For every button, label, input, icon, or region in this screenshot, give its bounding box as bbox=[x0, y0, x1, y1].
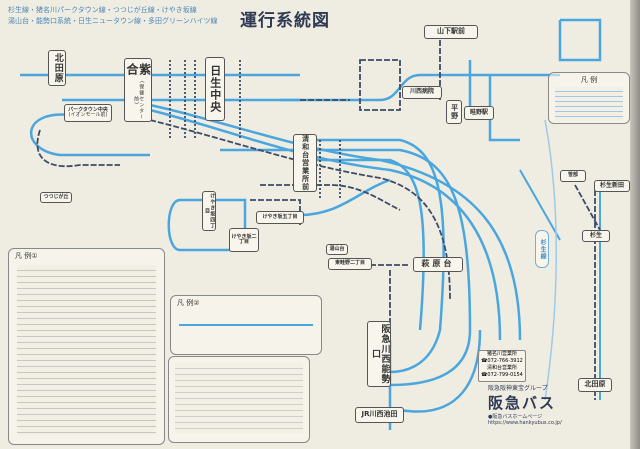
route-list: 杉生線・猪名川パークタウン線・つつじが丘線・けやき坂線 湯山台・能勢口系統・日生… bbox=[8, 5, 218, 27]
sugao-line-label: 杉生線 bbox=[535, 230, 549, 268]
legend-3: 凡 例 bbox=[548, 72, 630, 124]
legend-2: 凡 例② bbox=[170, 295, 322, 355]
route-line bbox=[36, 119, 451, 301]
office-phone: ☎072-799-0154 bbox=[481, 372, 523, 378]
route-line bbox=[544, 119, 557, 401]
office-name: 猪名川営業所 bbox=[486, 351, 517, 357]
dark-routes bbox=[36, 40, 601, 400]
office-contacts: 猪名川営業所 ☎072-766-3912 清和台営業所 ☎072-799-015… bbox=[478, 350, 526, 382]
station-seiwadai[interactable]: 清和台営業所前 bbox=[293, 134, 317, 192]
station-tsutsujigaoka[interactable]: つつじが丘 bbox=[40, 192, 72, 203]
route-list-line: 湯山台・能勢口系統・日生ニュータウン線・多田グリーンハイツ線 bbox=[8, 17, 218, 25]
station-keyakizaka2[interactable]: けやき坂二丁目 bbox=[229, 228, 259, 252]
legend-notes bbox=[168, 356, 310, 443]
station-parktown[interactable]: パークタウン中央 (イオンモール前) bbox=[64, 104, 112, 122]
station-keyakizaka5[interactable]: けやき坂五丁目 bbox=[256, 211, 304, 224]
legend-title: 凡 例 bbox=[580, 76, 598, 84]
legend-entries bbox=[175, 363, 303, 433]
route-line bbox=[574, 184, 601, 400]
legend-1: 凡 例① bbox=[8, 248, 165, 445]
station-nissei-chuo[interactable]: 日生中央 bbox=[205, 57, 225, 121]
station-sasabe[interactable]: 笹部 bbox=[560, 170, 586, 182]
hankyu-bus-logo: 阪急阪神東宝グループ 阪急バス ●阪急バスホームページ https://www.… bbox=[488, 383, 562, 426]
station-sugao[interactable]: 杉生 bbox=[582, 230, 610, 242]
page-title: 運行系統図 bbox=[240, 11, 330, 31]
station-keyakizaka4[interactable]: けやき坂四丁目 bbox=[202, 191, 216, 231]
legend-title: 凡 例② bbox=[177, 299, 200, 307]
station-kitatawara[interactable]: 北田原 bbox=[48, 50, 66, 86]
station-hirano[interactable]: 平野 bbox=[446, 100, 462, 124]
station-hagiharadai[interactable]: 萩原台 bbox=[413, 257, 463, 272]
legend-title: 凡 例① bbox=[15, 252, 38, 260]
homepage-label: ●阪急バスホームページ bbox=[488, 414, 543, 420]
route-line bbox=[250, 184, 410, 340]
homepage-url[interactable]: https://www.hankyubus.co.jp/ bbox=[488, 420, 562, 426]
route-line bbox=[519, 169, 601, 400]
station-noseguchi[interactable]: 阪急川西能勢口 bbox=[367, 321, 391, 387]
office-name: 清和台営業所 bbox=[486, 365, 517, 371]
station-kawanishi-hospital[interactable]: 川西病院 bbox=[402, 86, 442, 99]
station-sugao-shinden[interactable]: 杉生新田 bbox=[594, 180, 630, 192]
station-subtitle: (イオンモール前) bbox=[68, 112, 108, 118]
station-uneno[interactable]: 畦野駅 bbox=[464, 106, 494, 120]
legend-route-sample bbox=[179, 324, 313, 326]
station-yuyamadai[interactable]: 湯山台 bbox=[326, 244, 348, 255]
legend-entries bbox=[555, 87, 623, 121]
route-list-line: 杉生線・猪名川パークタウン線・つつじが丘線・けやき坂線 bbox=[8, 6, 197, 14]
route-line bbox=[20, 73, 522, 341]
route-line bbox=[169, 60, 341, 200]
legend-entries bbox=[17, 265, 156, 435]
brand-name: 阪急バス bbox=[488, 394, 557, 412]
station-jr-ikeda[interactable]: JR川西池田 bbox=[355, 407, 404, 423]
station-subtitle: (保健センター前) bbox=[133, 81, 145, 121]
station-higashiuneno2[interactable]: 東畦野二丁目 bbox=[328, 258, 372, 270]
station-name: 紫合 bbox=[125, 63, 152, 77]
route-line bbox=[167, 178, 391, 252]
station-yamashita[interactable]: 山下駅前 bbox=[424, 25, 478, 39]
station-name: パークタウン中央 bbox=[68, 106, 108, 113]
station-kitatawara-right[interactable]: 北田原 bbox=[578, 378, 612, 392]
station-tondo[interactable]: 紫合 (保健センター前) bbox=[124, 58, 152, 122]
group-name: 阪急阪神東宝グループ bbox=[488, 385, 548, 392]
office-phone: ☎072-766-3912 bbox=[481, 358, 523, 364]
